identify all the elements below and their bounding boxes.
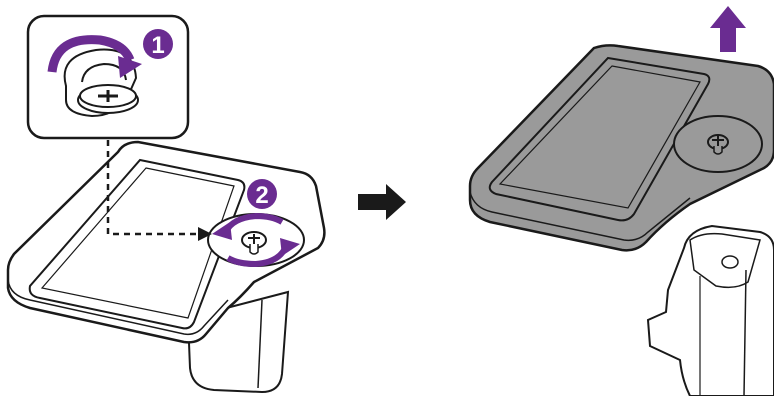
lift-turn-arrow — [47, 35, 142, 78]
right-assembly — [468, 6, 774, 396]
step-2-number: 2 — [255, 182, 268, 209]
monitor-base-left — [6, 140, 326, 344]
left-assembly: 2 1 — [6, 14, 326, 394]
rotate-arrows — [212, 212, 300, 268]
up-arrow-icon — [710, 6, 746, 52]
callout-leader — [106, 140, 212, 241]
detail-inset-box: 1 — [26, 14, 190, 140]
monitor-base-right — [468, 44, 774, 252]
thumbscrew-recess — [207, 213, 305, 267]
step-1-number: 1 — [151, 32, 164, 59]
step-1-badge: 1 — [143, 29, 173, 59]
right-arrow-icon — [358, 184, 406, 220]
step-2-badge: 2 — [247, 179, 277, 209]
stand-neck-right — [646, 224, 774, 396]
